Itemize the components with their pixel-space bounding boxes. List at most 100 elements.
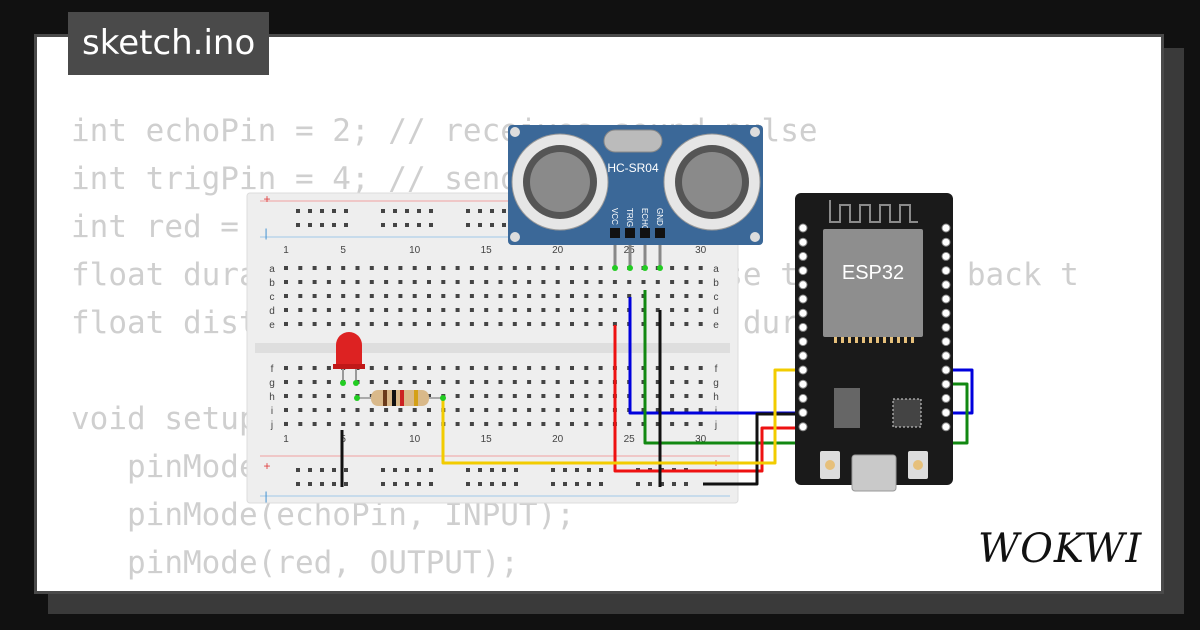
bb-hole[interactable] [455, 266, 460, 270]
bb-hole[interactable] [384, 422, 389, 426]
bb-hole[interactable] [598, 408, 603, 412]
bb-hole[interactable] [670, 394, 675, 398]
bb-hole[interactable] [698, 394, 703, 398]
bb-rail-hole[interactable] [381, 223, 385, 227]
bb-hole[interactable] [627, 280, 632, 284]
bb-hole[interactable] [670, 322, 675, 326]
bb-hole[interactable] [612, 280, 617, 284]
bb-hole[interactable] [398, 280, 403, 284]
bb-hole[interactable] [541, 422, 546, 426]
bb-hole[interactable] [427, 294, 431, 298]
bb-hole[interactable] [341, 280, 346, 284]
esp32-pin[interactable] [941, 422, 951, 432]
bb-hole[interactable] [527, 322, 532, 326]
bb-hole[interactable] [484, 266, 489, 270]
bb-hole[interactable] [498, 280, 503, 284]
bb-hole[interactable] [698, 366, 703, 370]
bb-rail-hole[interactable] [490, 209, 494, 213]
bb-hole[interactable] [698, 266, 703, 270]
bb-hole[interactable] [484, 408, 489, 412]
bb-hole[interactable] [441, 294, 446, 298]
bb-hole[interactable] [684, 294, 689, 298]
bb-rail-hole[interactable] [332, 209, 336, 213]
bb-hole[interactable] [284, 280, 288, 284]
bb-hole[interactable] [484, 422, 489, 426]
bb-hole[interactable] [326, 408, 331, 412]
esp32-pin[interactable] [798, 294, 808, 304]
bb-rail-hole[interactable] [563, 468, 567, 472]
bb-hole[interactable] [555, 422, 560, 426]
bb-hole[interactable] [455, 322, 460, 326]
esp32-pin[interactable] [941, 308, 951, 318]
bb-hole[interactable] [326, 294, 331, 298]
esp32-pin[interactable] [798, 251, 808, 261]
esp32-pin[interactable] [941, 379, 951, 389]
bb-hole[interactable] [498, 308, 503, 312]
bb-hole[interactable] [369, 422, 374, 426]
bb-hole[interactable] [427, 408, 431, 412]
bb-hole[interactable] [570, 266, 574, 270]
bb-rail-hole[interactable] [429, 468, 433, 472]
bb-hole[interactable] [498, 322, 503, 326]
esp32-pin[interactable] [941, 322, 951, 332]
bb-hole[interactable] [555, 266, 560, 270]
bb-hole[interactable] [512, 380, 517, 384]
bb-rail-hole[interactable] [332, 223, 336, 227]
bb-hole[interactable] [512, 366, 517, 370]
bb-hole[interactable] [412, 280, 417, 284]
bb-rail-hole[interactable] [466, 468, 470, 472]
bb-hole[interactable] [284, 294, 288, 298]
bb-hole[interactable] [484, 366, 489, 370]
bb-hole[interactable] [512, 294, 517, 298]
bb-hole[interactable] [527, 280, 532, 284]
bb-hole[interactable] [312, 380, 317, 384]
bb-hole[interactable] [612, 294, 617, 298]
bb-hole[interactable] [427, 322, 431, 326]
bb-rail-hole[interactable] [405, 223, 409, 227]
bb-hole[interactable] [369, 366, 374, 370]
bb-rail-hole[interactable] [417, 209, 421, 213]
bb-hole[interactable] [684, 408, 689, 412]
bb-hole[interactable] [384, 366, 389, 370]
bb-rail-hole[interactable] [514, 468, 518, 472]
bb-hole[interactable] [412, 380, 417, 384]
bb-hole[interactable] [655, 408, 660, 412]
bb-hole[interactable] [698, 380, 703, 384]
bb-hole[interactable] [341, 294, 346, 298]
bb-hole[interactable] [284, 308, 288, 312]
bb-hole[interactable] [598, 308, 603, 312]
bb-rail-hole[interactable] [490, 468, 494, 472]
bb-hole[interactable] [655, 322, 660, 326]
sensor-pin[interactable] [640, 228, 650, 238]
bb-hole[interactable] [670, 366, 675, 370]
bb-rail-hole[interactable] [551, 468, 555, 472]
bb-hole[interactable] [498, 294, 503, 298]
bb-hole[interactable] [541, 394, 546, 398]
bb-rail-hole[interactable] [429, 223, 433, 227]
bb-hole[interactable] [584, 394, 589, 398]
bb-hole[interactable] [527, 394, 532, 398]
bb-hole[interactable] [512, 422, 517, 426]
bb-hole[interactable] [284, 422, 288, 426]
bb-hole[interactable] [369, 308, 374, 312]
bb-rail-hole[interactable] [478, 223, 482, 227]
bb-hole[interactable] [469, 422, 474, 426]
bb-hole[interactable] [670, 408, 675, 412]
bb-hole[interactable] [412, 422, 417, 426]
bb-rail-hole[interactable] [466, 223, 470, 227]
bb-rail-hole[interactable] [381, 482, 385, 486]
bb-hole[interactable] [427, 280, 431, 284]
bb-hole[interactable] [398, 308, 403, 312]
bb-rail-hole[interactable] [417, 223, 421, 227]
bb-hole[interactable] [584, 380, 589, 384]
bb-hole[interactable] [298, 266, 303, 270]
bb-hole[interactable] [598, 394, 603, 398]
bb-hole[interactable] [655, 366, 660, 370]
bb-hole[interactable] [455, 308, 460, 312]
bb-hole[interactable] [412, 308, 417, 312]
bb-hole[interactable] [455, 422, 460, 426]
bb-hole[interactable] [312, 294, 317, 298]
bb-hole[interactable] [570, 380, 574, 384]
bb-hole[interactable] [469, 408, 474, 412]
